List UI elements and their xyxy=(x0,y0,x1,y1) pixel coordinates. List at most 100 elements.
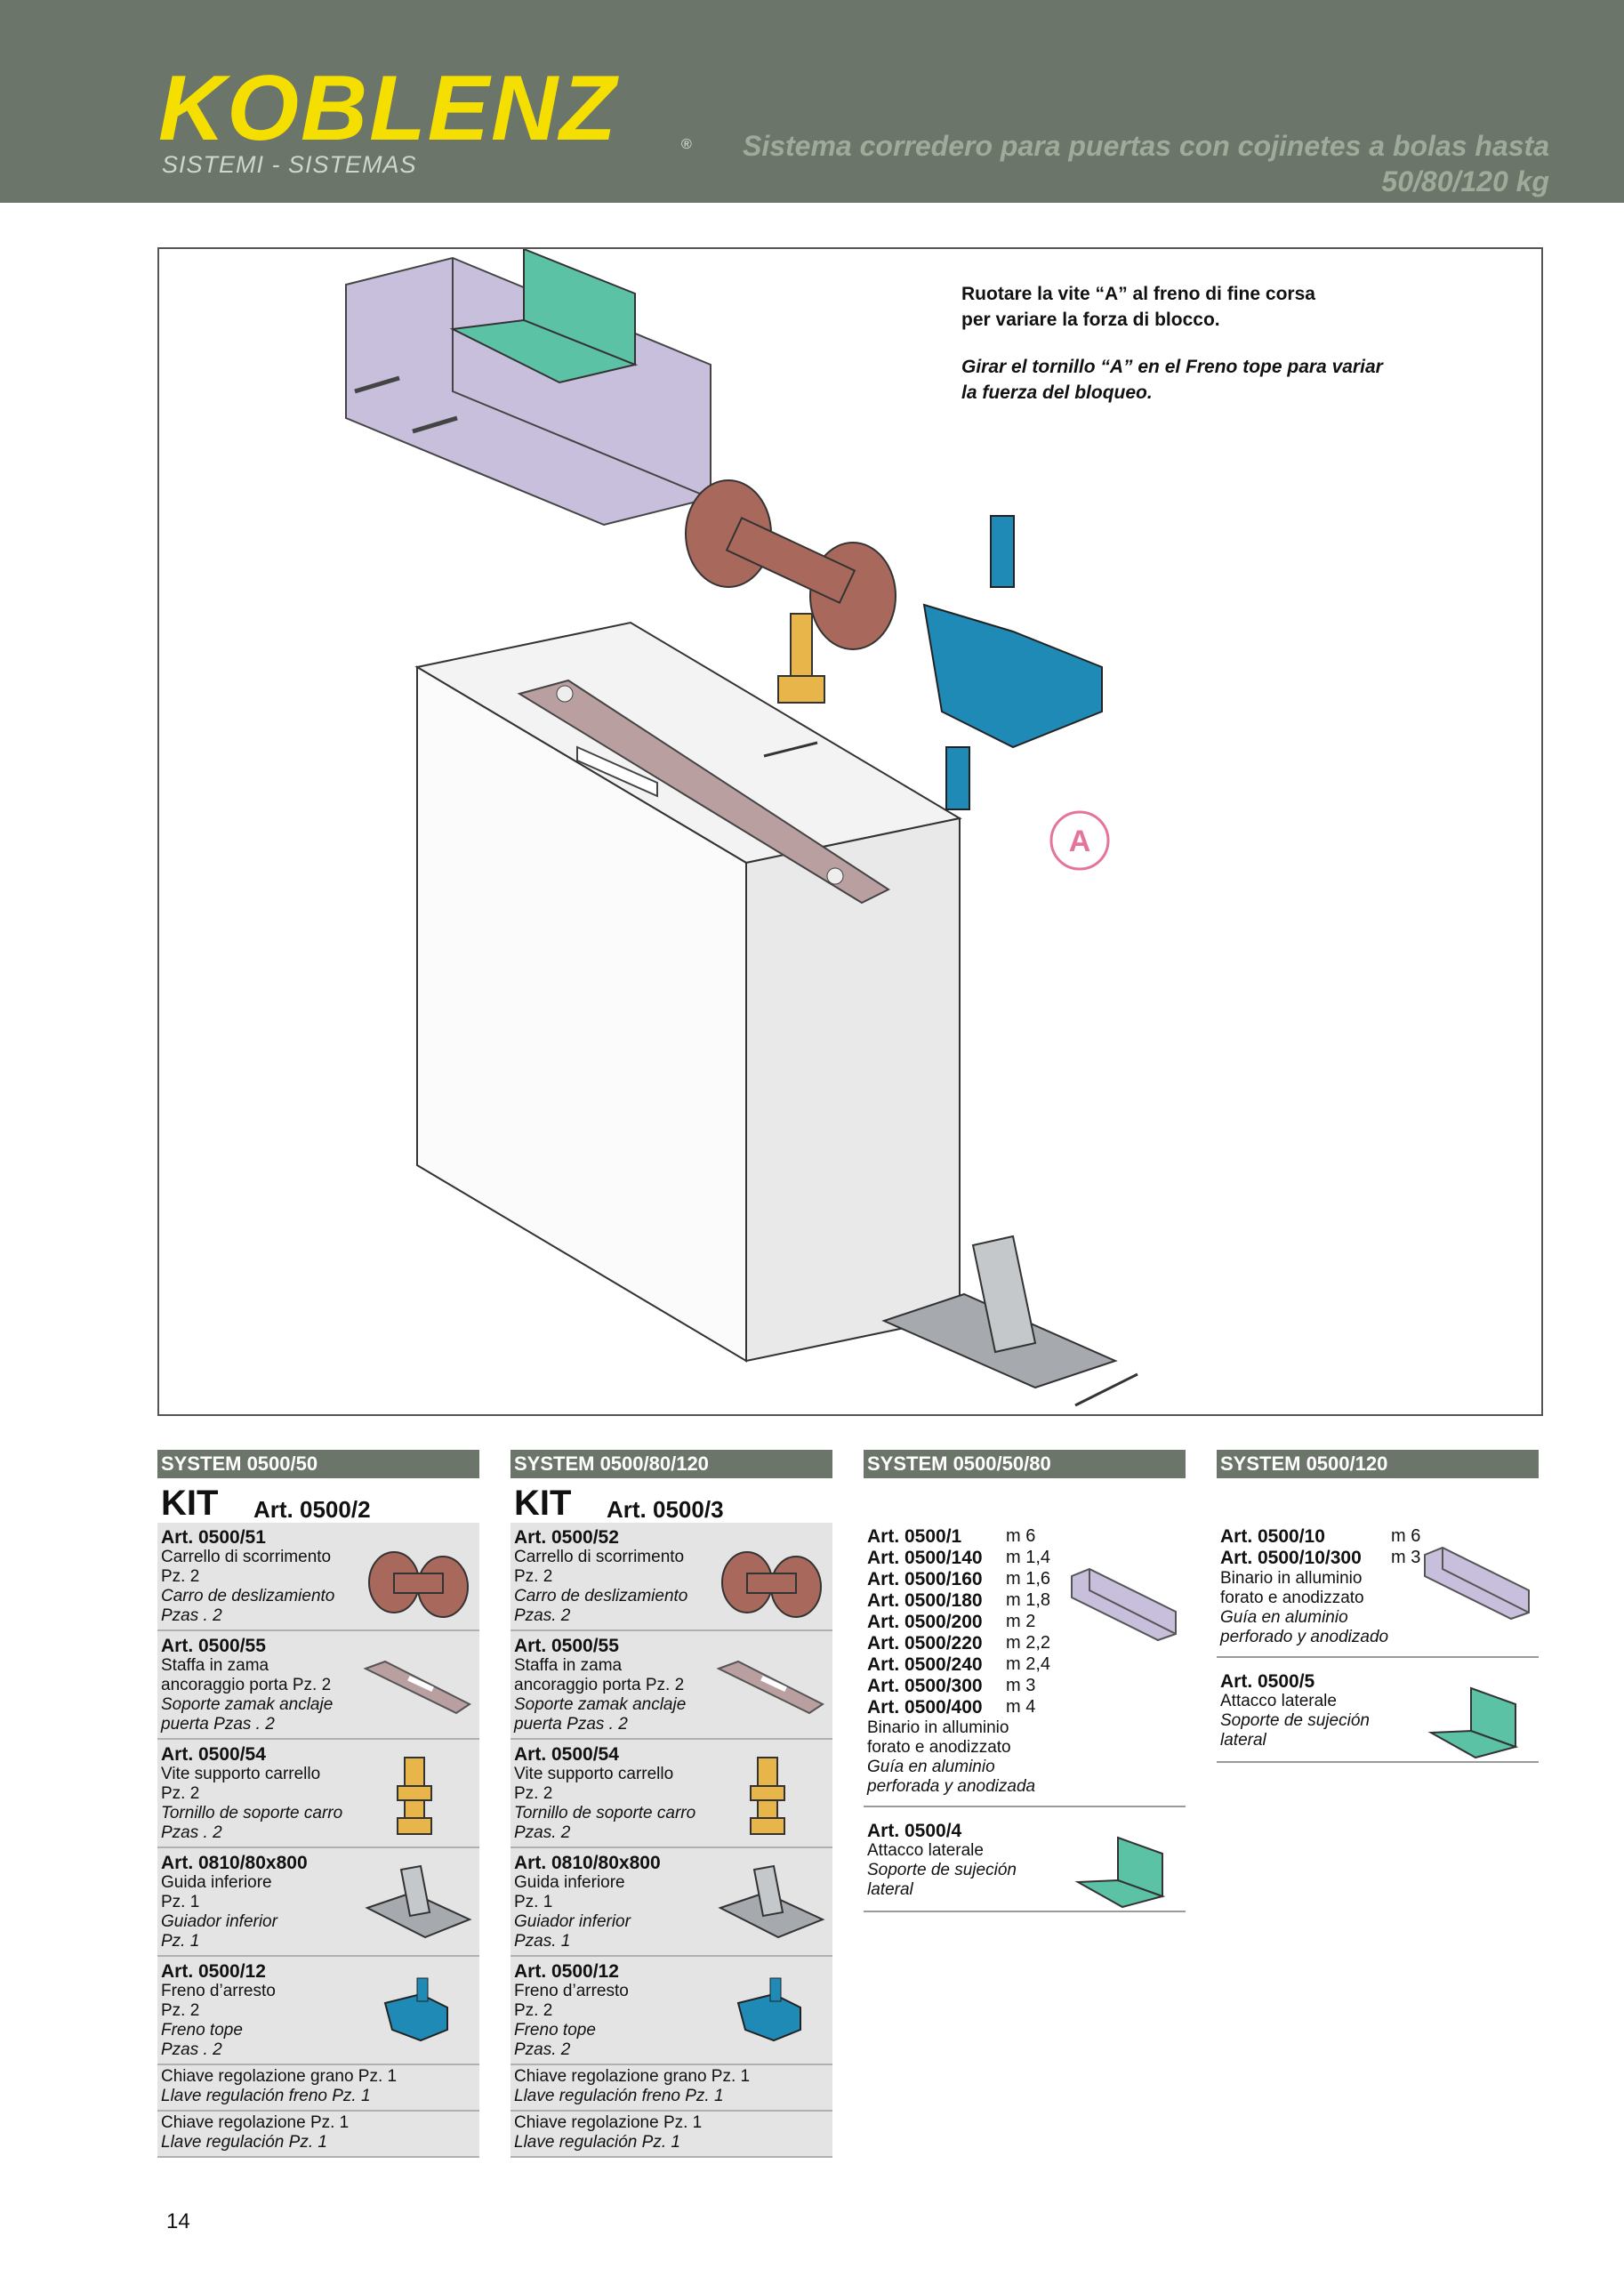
system-heading: SYSTEM 0500/50/80 xyxy=(864,1450,1186,1478)
rail-code: Art. 0500/220 xyxy=(867,1633,983,1653)
rail-code: Art. 0500/240 xyxy=(867,1654,983,1675)
door-plate-diagram xyxy=(517,679,891,905)
accessory-description: Chiave regolazione Pz. 1 xyxy=(514,2113,703,2132)
accessory-description: Chiave regolazione Pz. 1 xyxy=(161,2113,350,2132)
door-plate-icon xyxy=(712,1642,827,1731)
rail-code: Art. 0500/400 xyxy=(867,1697,983,1718)
rail-length: m 1,8 xyxy=(1006,1590,1051,1610)
rail-code: Art. 0500/180 xyxy=(867,1590,983,1611)
door-plate-icon xyxy=(358,1642,474,1731)
stop-icon xyxy=(358,1967,474,2056)
component-description: Carrello di scorrimento xyxy=(161,1548,332,1566)
bracket-description: Attacco laterale xyxy=(867,1841,984,1860)
component-description: Pz. 2 xyxy=(161,1784,200,1803)
stop-block-diagram xyxy=(922,603,1103,749)
rail-description-es: Guía en aluminio xyxy=(1220,1608,1348,1627)
rail-length: m 6 xyxy=(1391,1526,1421,1546)
component-description: ancoraggio porta Pz. 2 xyxy=(514,1676,685,1694)
component-description: Pz. 2 xyxy=(514,1784,553,1803)
component-description-es: Soporte zamak anclaje xyxy=(514,1695,687,1714)
component-description: Pz. 2 xyxy=(514,2001,553,2020)
floor-guide-icon xyxy=(358,1859,474,1948)
kit-article: Art. 0500/3 xyxy=(607,1496,724,1523)
component-description-es: Guiador inferior xyxy=(161,1912,277,1931)
page-title-line-1: Sistema corredero para puertas con cojin… xyxy=(742,130,1549,162)
koblenz-logo: KOBLENZ ® SISTEMI - SISTEMAS xyxy=(158,62,692,178)
component-description: Pz. 2 xyxy=(161,1567,200,1586)
bracket-code: Art. 0500/4 xyxy=(867,1821,962,1841)
bracket-code: Art. 0500/5 xyxy=(1220,1671,1315,1692)
rail-length: m 2,2 xyxy=(1006,1633,1051,1653)
rail-length: m 3 xyxy=(1391,1548,1421,1567)
component-code: Art. 0810/80x800 xyxy=(161,1853,308,1873)
rail-code: Art. 0500/10/300 xyxy=(1220,1548,1362,1568)
rail-description: forato e anodizzato xyxy=(1220,1589,1364,1607)
component-description: Staffa in zama xyxy=(161,1656,269,1675)
assembly-diagram: A Ruotare la vite “A” al freno di fine c… xyxy=(157,247,1543,1416)
system-heading: SYSTEM 0500/120 xyxy=(1217,1450,1539,1478)
rail-length: m 2 xyxy=(1006,1612,1036,1631)
logo-subtitle: SISTEMI - SISTEMAS xyxy=(162,151,417,178)
component-description-es: Pzas. 2 xyxy=(514,1823,571,1842)
logo-wordmark: KOBLENZ xyxy=(158,57,618,160)
component-description-es: Carro de deslizamiento xyxy=(514,1587,688,1605)
component-description-es: Tornillo de soporte carro xyxy=(161,1804,343,1822)
door-panel-front xyxy=(416,665,747,1363)
component-description-es: Pzas . 2 xyxy=(161,2040,222,2059)
component-description-es: Freno tope xyxy=(514,2021,596,2040)
rail-description: Binario in alluminio xyxy=(867,1718,1009,1737)
component-description: Pz. 1 xyxy=(161,1893,200,1911)
component-code: Art. 0500/12 xyxy=(514,1961,619,1982)
rail-length: m 4 xyxy=(1006,1697,1036,1717)
component-description: Freno d’arresto xyxy=(514,1982,629,2000)
component-code: Art. 0810/80x800 xyxy=(514,1853,661,1873)
component-description: Guida inferiore xyxy=(161,1873,272,1892)
component-description: ancoraggio porta Pz. 2 xyxy=(161,1676,332,1694)
bracket-description-es: lateral xyxy=(867,1880,913,1899)
component-code: Art. 0500/55 xyxy=(161,1636,266,1656)
kit-title: KIT Art. 0500/3 xyxy=(511,1478,832,1523)
rail-length: m 6 xyxy=(1006,1526,1036,1546)
rail-icon xyxy=(1418,1537,1533,1626)
door-panel-side xyxy=(745,817,961,1363)
component-description: Carrello di scorrimento xyxy=(514,1548,685,1566)
component-code: Art. 0500/12 xyxy=(161,1961,266,1982)
rail-icon xyxy=(1065,1558,1180,1647)
accessory-description: Chiave regolazione grano Pz. 1 xyxy=(514,2067,751,2086)
rail-code: Art. 0500/300 xyxy=(867,1676,983,1696)
rail-description: forato e anodizzato xyxy=(867,1738,1011,1757)
component-description-es: Pzas . 2 xyxy=(161,1823,222,1842)
component-description: Pz. 2 xyxy=(161,2001,200,2020)
component-code: Art. 0500/52 xyxy=(514,1527,619,1548)
component-description-es: puerta Pzas . 2 xyxy=(514,1715,628,1734)
component-description: Staffa in zama xyxy=(514,1656,623,1675)
note-es-line-1: Girar el tornillo “A” en el Freno tope p… xyxy=(961,357,1383,377)
component-description-es: Freno tope xyxy=(161,2021,243,2040)
accessory-description-es: Llave regulación Pz. 1 xyxy=(514,2133,680,2152)
rail-code: Art. 0500/200 xyxy=(867,1612,983,1632)
rail-length: m 1,4 xyxy=(1006,1548,1051,1567)
page-title-line-2: 50/80/120 kg xyxy=(1381,165,1549,197)
system-heading: SYSTEM 0500/50 xyxy=(157,1450,479,1478)
callout-a-label: A xyxy=(1069,825,1091,858)
component-description-es: Pzas. 2 xyxy=(514,1606,571,1625)
component-description: Pz. 1 xyxy=(514,1893,553,1911)
kit-label: KIT xyxy=(514,1484,572,1523)
note-it-line-2: per variare la forza di blocco. xyxy=(961,310,1220,330)
component-description-es: Soporte zamak anclaje xyxy=(161,1695,334,1714)
bracket-description-es: Soporte de sujeción xyxy=(1220,1711,1370,1730)
